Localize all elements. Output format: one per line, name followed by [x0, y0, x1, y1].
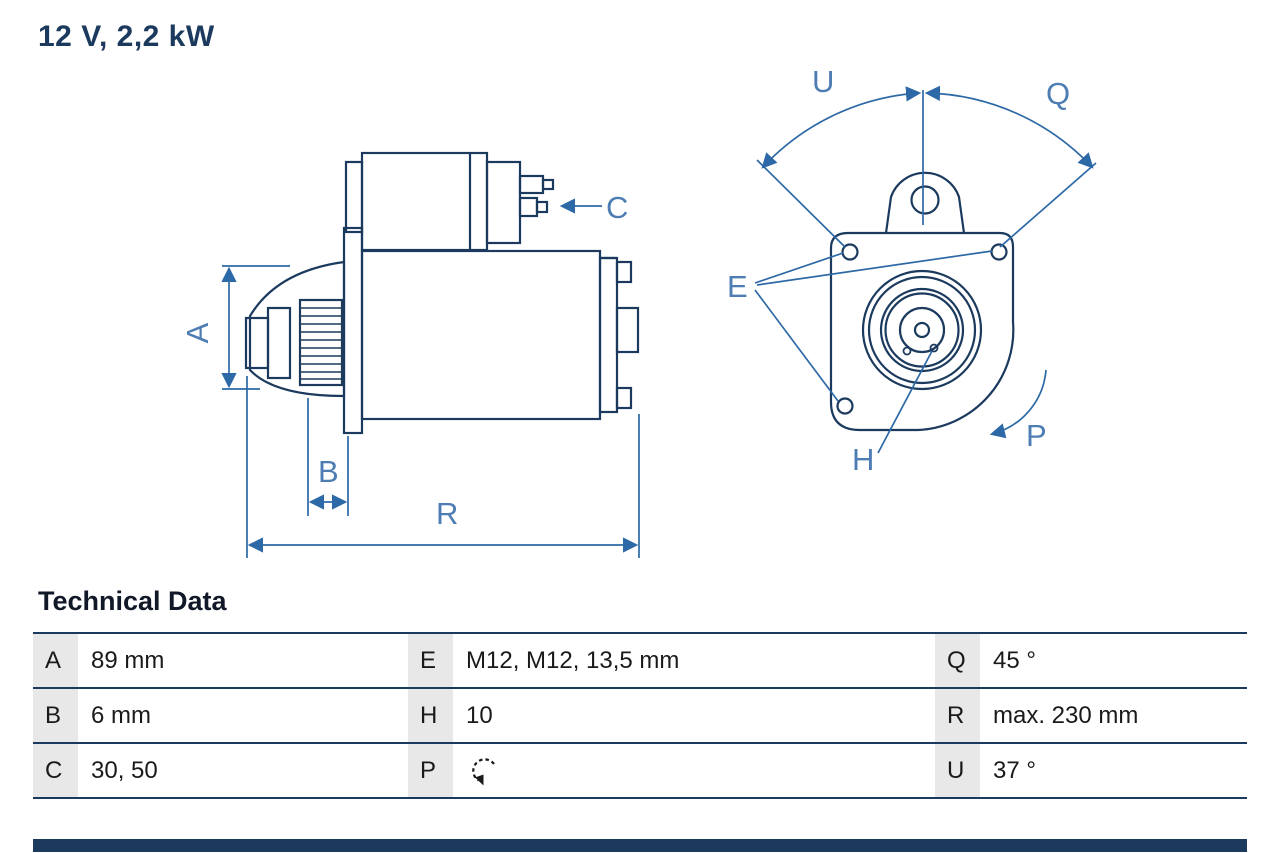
dim-label-u: U [812, 64, 834, 99]
section-heading: Technical Data [38, 586, 227, 616]
dim-label-b: B [318, 454, 339, 489]
dim-label-h: H [852, 442, 874, 477]
dim-label-e: E [727, 269, 748, 304]
spec-key-c: C [33, 744, 78, 797]
spec-value-a: 89 mm [78, 634, 408, 687]
spec-value-b: 6 mm [78, 689, 408, 742]
technical-data-table: A 89 mm E M12, M12, 13,5 mm Q 45 ° B 6 m… [33, 632, 1247, 799]
table-row: B 6 mm H 10 R max. 230 mm [33, 689, 1247, 744]
spec-key-h: H [408, 689, 453, 742]
spec-key-a: A [33, 634, 78, 687]
page-title: 12 V, 2,2 kW [38, 20, 215, 53]
dim-label-r: R [436, 496, 458, 531]
spec-value-q: 45 ° [980, 634, 1247, 687]
dim-label-c: C [606, 190, 628, 225]
spec-key-q: Q [935, 634, 980, 687]
spec-value-r: max. 230 mm [980, 689, 1247, 742]
side-view-drawing [244, 151, 640, 435]
footer-bar [33, 839, 1247, 852]
spec-value-u: 37 ° [980, 744, 1247, 797]
spec-value-h: 10 [453, 689, 935, 742]
rotation-ccw-icon [472, 757, 495, 785]
spec-key-b: B [33, 689, 78, 742]
starter-motor-drawing: A B R C [180, 64, 1097, 558]
dim-label-p: P [1026, 418, 1047, 453]
table-row: C 30, 50 P U 37 ° [33, 744, 1247, 799]
front-view-dimensions [754, 85, 1097, 454]
spec-key-u: U [935, 744, 980, 797]
spec-value-c: 30, 50 [78, 744, 408, 797]
dim-label-a: A [180, 322, 215, 343]
dim-label-q: Q [1046, 76, 1070, 111]
spec-value-p [453, 744, 935, 797]
spec-value-e: M12, M12, 13,5 mm [453, 634, 935, 687]
spec-key-r: R [935, 689, 980, 742]
spec-key-p: P [408, 744, 453, 797]
table-row: A 89 mm E M12, M12, 13,5 mm Q 45 ° [33, 634, 1247, 689]
side-view-dimensions [221, 198, 640, 558]
spec-key-e: E [408, 634, 453, 687]
